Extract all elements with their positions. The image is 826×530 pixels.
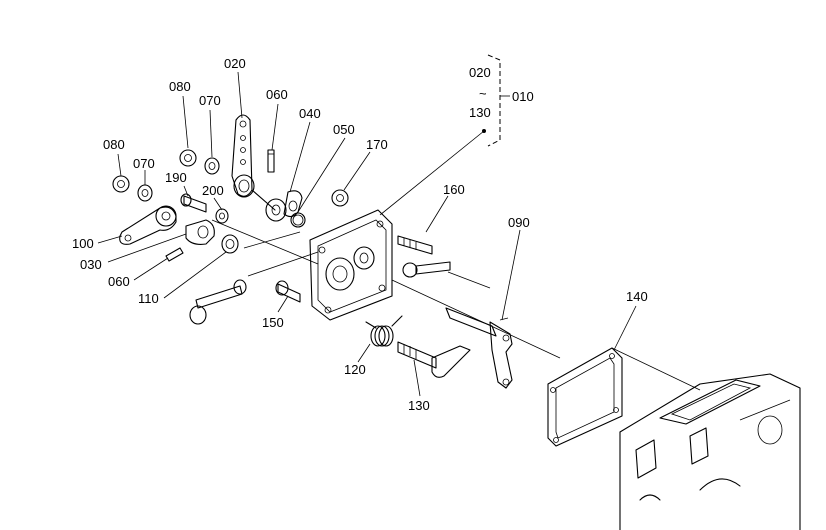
callout-120: 120 (344, 362, 366, 377)
callout-030: 030 (80, 257, 102, 272)
group-assembly-label: 010 (512, 89, 534, 104)
engine-block (619, 373, 801, 530)
callout-190: 190 (165, 170, 187, 185)
callout-060-lower: 060 (108, 274, 130, 289)
lever-arm-020 (231, 114, 287, 222)
lever-090 (445, 307, 513, 389)
callout-140: 140 (626, 289, 648, 304)
callout-labels: 020 080 070 060 040 050 080 070 190 200 … (72, 56, 648, 413)
washer-070-lower (137, 184, 153, 202)
nut-170 (331, 189, 349, 207)
group-to-label: 130 (469, 105, 491, 120)
callout-100: 100 (72, 236, 94, 251)
seal-110 (221, 234, 239, 254)
pin-060-upper (267, 149, 275, 173)
cover-housing (309, 209, 393, 321)
alignment-lines (211, 219, 701, 391)
callout-090: 090 (508, 215, 530, 230)
lever-100 (119, 205, 177, 245)
callout-060-upper: 060 (266, 87, 288, 102)
callout-170: 170 (366, 137, 388, 152)
pin-060-lower (165, 247, 184, 262)
washer-200 (215, 208, 229, 224)
callout-130: 130 (408, 398, 430, 413)
callout-160: 160 (443, 182, 465, 197)
callout-150: 150 (262, 315, 284, 330)
adjust-bolt (189, 279, 247, 325)
bolt-190 (180, 193, 207, 213)
washer-070-upper (204, 157, 220, 175)
o-ring-050 (290, 212, 306, 228)
lever-030 (185, 219, 215, 245)
nut-080-lower (112, 175, 130, 193)
callout-070-lower: 070 (133, 156, 155, 171)
callout-050: 050 (333, 122, 355, 137)
callout-080-upper: 080 (169, 79, 191, 94)
callout-020: 020 (224, 56, 246, 71)
spring-120 (365, 315, 403, 347)
callout-110: 110 (138, 291, 159, 306)
callout-200: 200 (202, 183, 224, 198)
callout-080-lower: 080 (103, 137, 125, 152)
stud-nut (402, 261, 451, 278)
nut-080-upper (179, 149, 197, 167)
gasket-140 (547, 347, 623, 447)
leader-lines (97, 71, 637, 397)
group-from-label: 020 (469, 65, 491, 80)
stud-160 (397, 235, 433, 255)
shaft-lever-130 (397, 341, 471, 378)
assembly-group-bracket: 020 ~ 130 010 (379, 54, 534, 216)
group-tilde: ~ (479, 86, 487, 101)
callout-070-upper: 070 (199, 93, 221, 108)
callout-040: 040 (299, 106, 321, 121)
bolt-150 (275, 280, 301, 303)
